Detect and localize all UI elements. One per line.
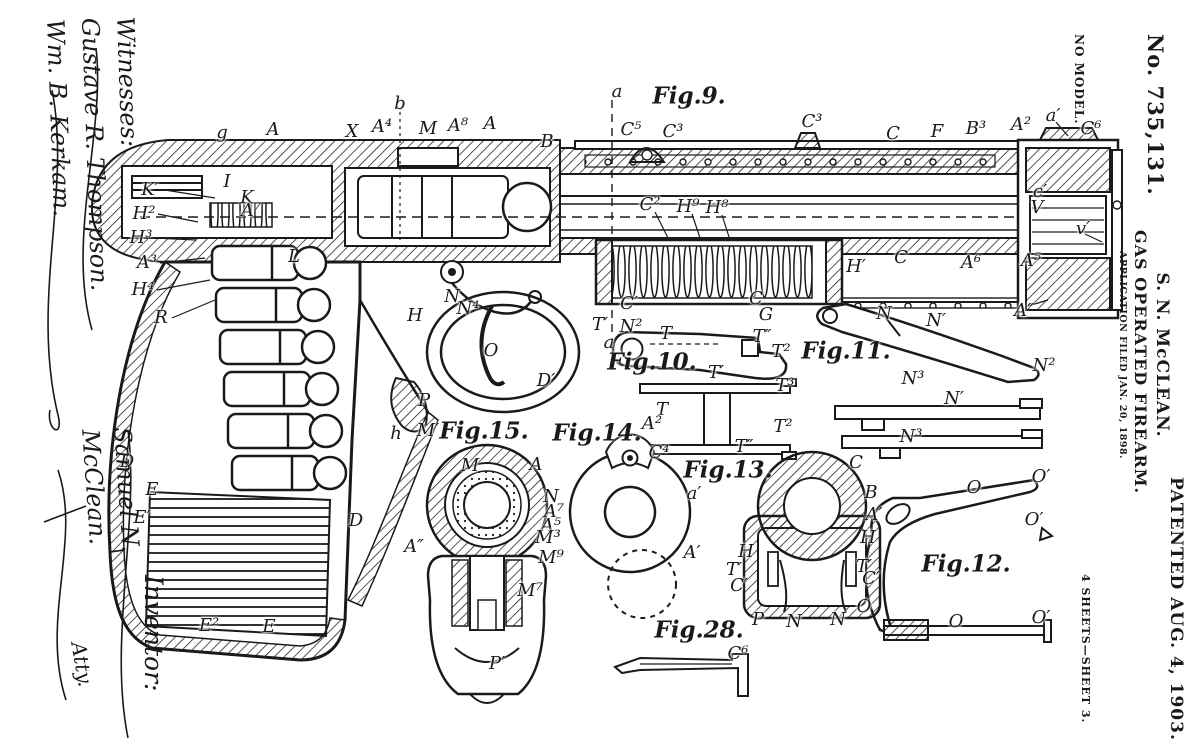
patent-title-line: GAS OPERATED FIREARM. (1131, 230, 1150, 495)
title-block: S. N. McCLEAN. GAS OPERATED FIREARM. APP… (1117, 230, 1172, 495)
patented-date-line: PATENTED AUG. 4, 1903. (1166, 477, 1186, 741)
inventor-heading: Inventor: (139, 575, 168, 692)
witnesses-block: Witnesses: Gustave R. Thompson. Wm. B. K… (38, 16, 152, 293)
no-model-note: NO MODEL. (1072, 34, 1086, 125)
sheet-number-line: 4 SHEETS—SHEET 3. (1079, 574, 1092, 724)
application-filed-line: APPLICATION FILED JAN. 20, 1898. (1117, 251, 1128, 459)
inventor-name-line: S. N. McCLEAN. (1152, 272, 1172, 438)
inventor-signature: Samuel N. McClean. (73, 426, 146, 556)
patent-number: No. 735,131. (1143, 34, 1168, 196)
